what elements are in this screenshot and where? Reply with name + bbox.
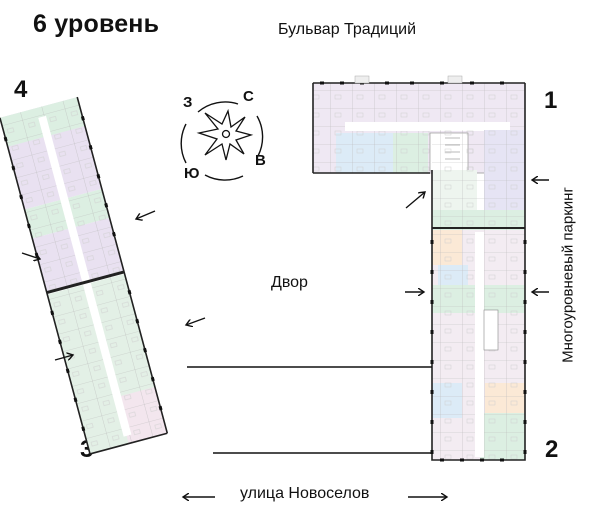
compass-east-label: В [255,152,266,169]
compass-north-label: С [243,88,254,105]
arrow-icon [21,180,549,497]
street-label-top: Бульвар Традиций [278,21,417,38]
compass-south-label: Ю [184,165,200,182]
building-section-3-4 [0,96,169,455]
street-label-bottom: улица Новоселов [240,485,370,502]
section-number-1: 1 [544,87,558,114]
floor-title: 6 уровень [33,10,160,38]
building-section-2 [430,83,527,462]
section-number-2: 2 [545,436,559,463]
yard-label: Двор [271,274,308,291]
compass-rose-icon [180,101,264,181]
compass-west-label: З [183,94,193,111]
section-number-4: 4 [14,76,28,103]
